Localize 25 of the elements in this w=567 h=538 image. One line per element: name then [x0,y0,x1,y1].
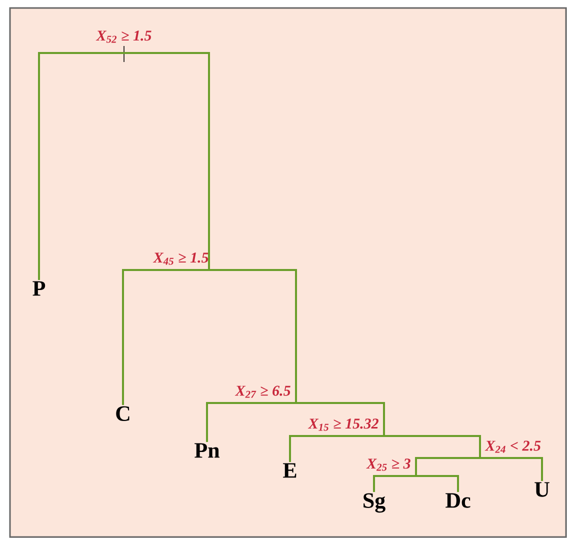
tree-branch [296,402,385,436]
split-label: X$_{25}$ ≥ 3 [366,458,410,471]
split-label: X$_{27}$ ≥ 6.5 [234,386,290,398]
tree-branch [209,269,297,403]
leaf-label: P [32,281,46,296]
leaf-label: U [534,482,550,497]
split-label: X$_{15}$ ≥ 15.32 [308,418,378,431]
leaf-label: Pn [194,443,220,458]
split-label: X$_{45}$ ≥ 1.5 [152,252,208,265]
split-label: X$_{52}$ ≥ 1.5 [96,30,152,43]
leaf-label: C [116,406,130,421]
tree-branch [206,402,296,442]
tree-branch [384,435,481,458]
tree-branch [373,475,416,492]
leaf-label: E [283,463,296,478]
tree-branch [415,457,480,476]
tree-branch [289,435,384,462]
leaf-label: Dc [446,493,470,508]
tree-branch [124,52,210,270]
tree-branch [416,475,459,492]
tree-branch [480,457,543,481]
tree-branch [122,269,209,405]
tree-branch [38,52,124,280]
split-label: X$_{24}$ < 2.5 [484,440,541,453]
leaf-label: Sg [364,493,386,513]
